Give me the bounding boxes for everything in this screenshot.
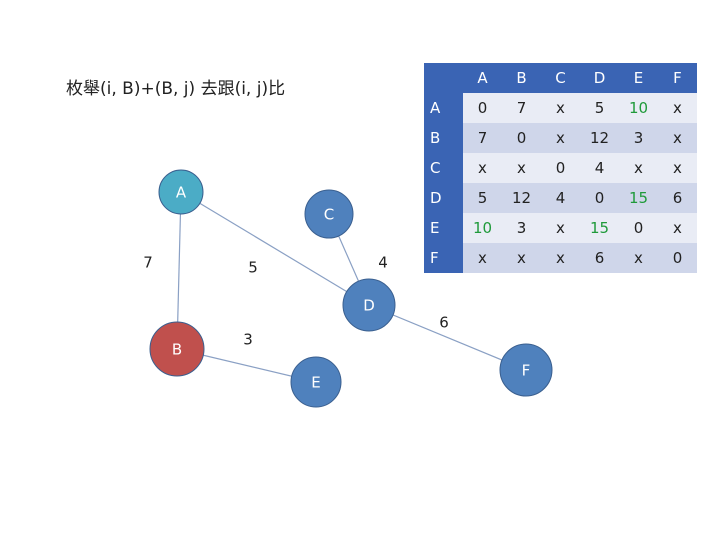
node-label: F <box>522 362 531 380</box>
edge-weight-a-b: 7 <box>143 254 153 272</box>
matrix-cell: x <box>619 243 658 273</box>
matrix-cell: 0 <box>541 153 580 183</box>
graph-node-f: F <box>499 343 553 397</box>
matrix-cell: 4 <box>580 153 619 183</box>
matrix-cell: 10 <box>463 213 502 243</box>
matrix-col-header-e: E <box>619 63 658 93</box>
matrix-row-header-a: A <box>424 93 463 123</box>
matrix-cell: 7 <box>502 93 541 123</box>
matrix-cell: 5 <box>463 183 502 213</box>
matrix-cell: 3 <box>619 123 658 153</box>
matrix-cell: x <box>619 153 658 183</box>
matrix-cell: x <box>541 93 580 123</box>
matrix-cell: 6 <box>580 243 619 273</box>
matrix-cell: x <box>541 213 580 243</box>
matrix-row-header-f: F <box>424 243 463 273</box>
matrix-col-header-f: F <box>658 63 697 93</box>
matrix-cell: 15 <box>619 183 658 213</box>
node-label: E <box>311 374 320 392</box>
matrix-cell: 0 <box>658 243 697 273</box>
matrix-cell: 3 <box>502 213 541 243</box>
graph-node-b: B <box>149 321 205 377</box>
matrix-corner-cell <box>424 63 463 93</box>
edge-weight-c-d: 4 <box>378 254 388 272</box>
matrix-cell: 5 <box>580 93 619 123</box>
edge-d-f <box>368 304 527 371</box>
node-label: A <box>176 184 187 202</box>
matrix-row-header-b: B <box>424 123 463 153</box>
node-circle <box>499 343 553 397</box>
matrix-cell: x <box>502 243 541 273</box>
matrix-cell: x <box>463 153 502 183</box>
matrix-col-header-a: A <box>463 63 502 93</box>
node-circle <box>342 278 396 332</box>
edge-weight-d-f: 6 <box>439 314 449 332</box>
graph-node-a: A <box>158 169 204 215</box>
edge-weight-b-e: 3 <box>243 331 253 349</box>
node-circle <box>290 356 342 408</box>
matrix-cell: x <box>502 153 541 183</box>
matrix-row-header-d: D <box>424 183 463 213</box>
edge-a-d <box>180 191 370 306</box>
matrix-cell: 12 <box>502 183 541 213</box>
matrix-cell: 0 <box>463 93 502 123</box>
matrix-row-header-e: E <box>424 213 463 243</box>
matrix-col-header-c: C <box>541 63 580 93</box>
matrix-cell: 0 <box>502 123 541 153</box>
matrix-cell: 7 <box>463 123 502 153</box>
node-label: C <box>324 206 334 224</box>
matrix-cell: 15 <box>580 213 619 243</box>
matrix-col-header-b: B <box>502 63 541 93</box>
node-circle <box>149 321 205 377</box>
matrix-cell: x <box>658 123 697 153</box>
matrix-cell: 0 <box>619 213 658 243</box>
matrix-cell: x <box>541 243 580 273</box>
node-label: D <box>363 297 375 315</box>
matrix-cell: x <box>541 123 580 153</box>
edge-weight-a-d: 5 <box>248 259 258 277</box>
matrix-col-header-d: D <box>580 63 619 93</box>
page-title: 枚舉(i, B)+(B, j) 去跟(i, j)比 <box>66 79 286 99</box>
graph-node-d: D <box>342 278 396 332</box>
matrix-cell: 10 <box>619 93 658 123</box>
matrix-cell: x <box>463 243 502 273</box>
matrix-cell: x <box>658 93 697 123</box>
matrix-row-header-c: C <box>424 153 463 183</box>
matrix-cell: 12 <box>580 123 619 153</box>
graph-node-c: C <box>304 189 354 239</box>
matrix-cell: x <box>658 213 697 243</box>
node-label: B <box>172 341 182 359</box>
matrix-cell: 4 <box>541 183 580 213</box>
matrix-cell: 0 <box>580 183 619 213</box>
node-circle <box>304 189 354 239</box>
node-circle <box>158 169 204 215</box>
matrix-cell: x <box>658 153 697 183</box>
graph-node-e: E <box>290 356 342 408</box>
matrix-cell: 6 <box>658 183 697 213</box>
